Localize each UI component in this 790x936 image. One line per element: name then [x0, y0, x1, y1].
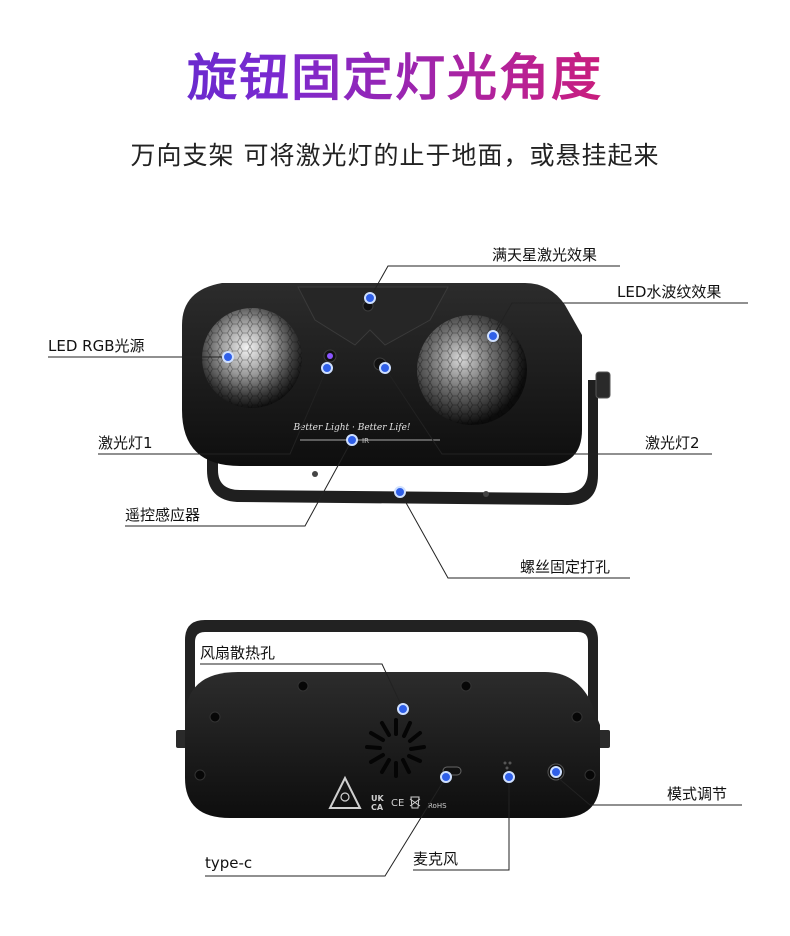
back-body [185, 672, 600, 818]
label-remote: 遥控感应器 [125, 506, 201, 524]
mark-uk: UK [371, 794, 384, 803]
label-screw: 螺丝固定打孔 [520, 558, 611, 576]
leader-typec [205, 776, 447, 877]
leader-star [369, 265, 620, 299]
center-v-panel [297, 286, 449, 346]
marker-laser2 [379, 362, 391, 374]
leader-screw [399, 491, 630, 579]
leader-water [492, 302, 748, 337]
marker-mic [503, 771, 515, 783]
right-knob [595, 371, 611, 399]
leader-mode [555, 775, 742, 806]
front-bracket [207, 380, 598, 505]
label-led-water: LED水波纹效果 [617, 283, 722, 301]
ir-mark: IR [362, 437, 369, 445]
label-fan: 风扇散热孔 [200, 644, 276, 662]
marker-star [364, 292, 376, 304]
marker-fan [397, 703, 409, 715]
leader-remote [125, 439, 353, 527]
page-title: 旋钮固定灯光角度 [0, 38, 790, 110]
leader-laser1 [98, 367, 328, 455]
label-mic: 麦克风 [413, 850, 459, 868]
leader-mic [413, 777, 510, 871]
leader-laser2 [384, 367, 712, 455]
label-laser1: 激光灯1 [98, 434, 153, 452]
label-laser2: 激光灯2 [645, 434, 700, 452]
mark-rohs: RoHS [428, 802, 447, 810]
mark-ce: CE [391, 798, 404, 809]
front-view: Better Light · Better Life! IR [48, 265, 748, 579]
label-led-rgb: LED RGB光源 [48, 337, 145, 355]
marker-rgb [222, 351, 234, 363]
marker-remote [346, 434, 358, 446]
back-view: UK CA CE RoHS [176, 620, 742, 877]
marker-laser1 [321, 362, 333, 374]
fan-vent [365, 718, 426, 778]
marker-mode [550, 766, 562, 778]
panel-slogan: Better Light · Better Life! [292, 423, 410, 433]
label-star-laser: 满天星激光效果 [492, 246, 598, 264]
marker-screw [394, 486, 406, 498]
marker-water [487, 330, 499, 342]
leader-fan [200, 663, 404, 710]
bin-icon [409, 796, 421, 809]
page-subtitle: 万向支架 可将激光灯的止于地面，或悬挂起来 [130, 141, 660, 170]
mark-ca: CA [371, 803, 384, 812]
label-type-c: type-c [205, 854, 253, 872]
marker-typec [440, 771, 452, 783]
back-bracket [185, 620, 598, 720]
label-mode: 模式调节 [667, 785, 728, 803]
laser-warning-triangle [328, 775, 362, 809]
